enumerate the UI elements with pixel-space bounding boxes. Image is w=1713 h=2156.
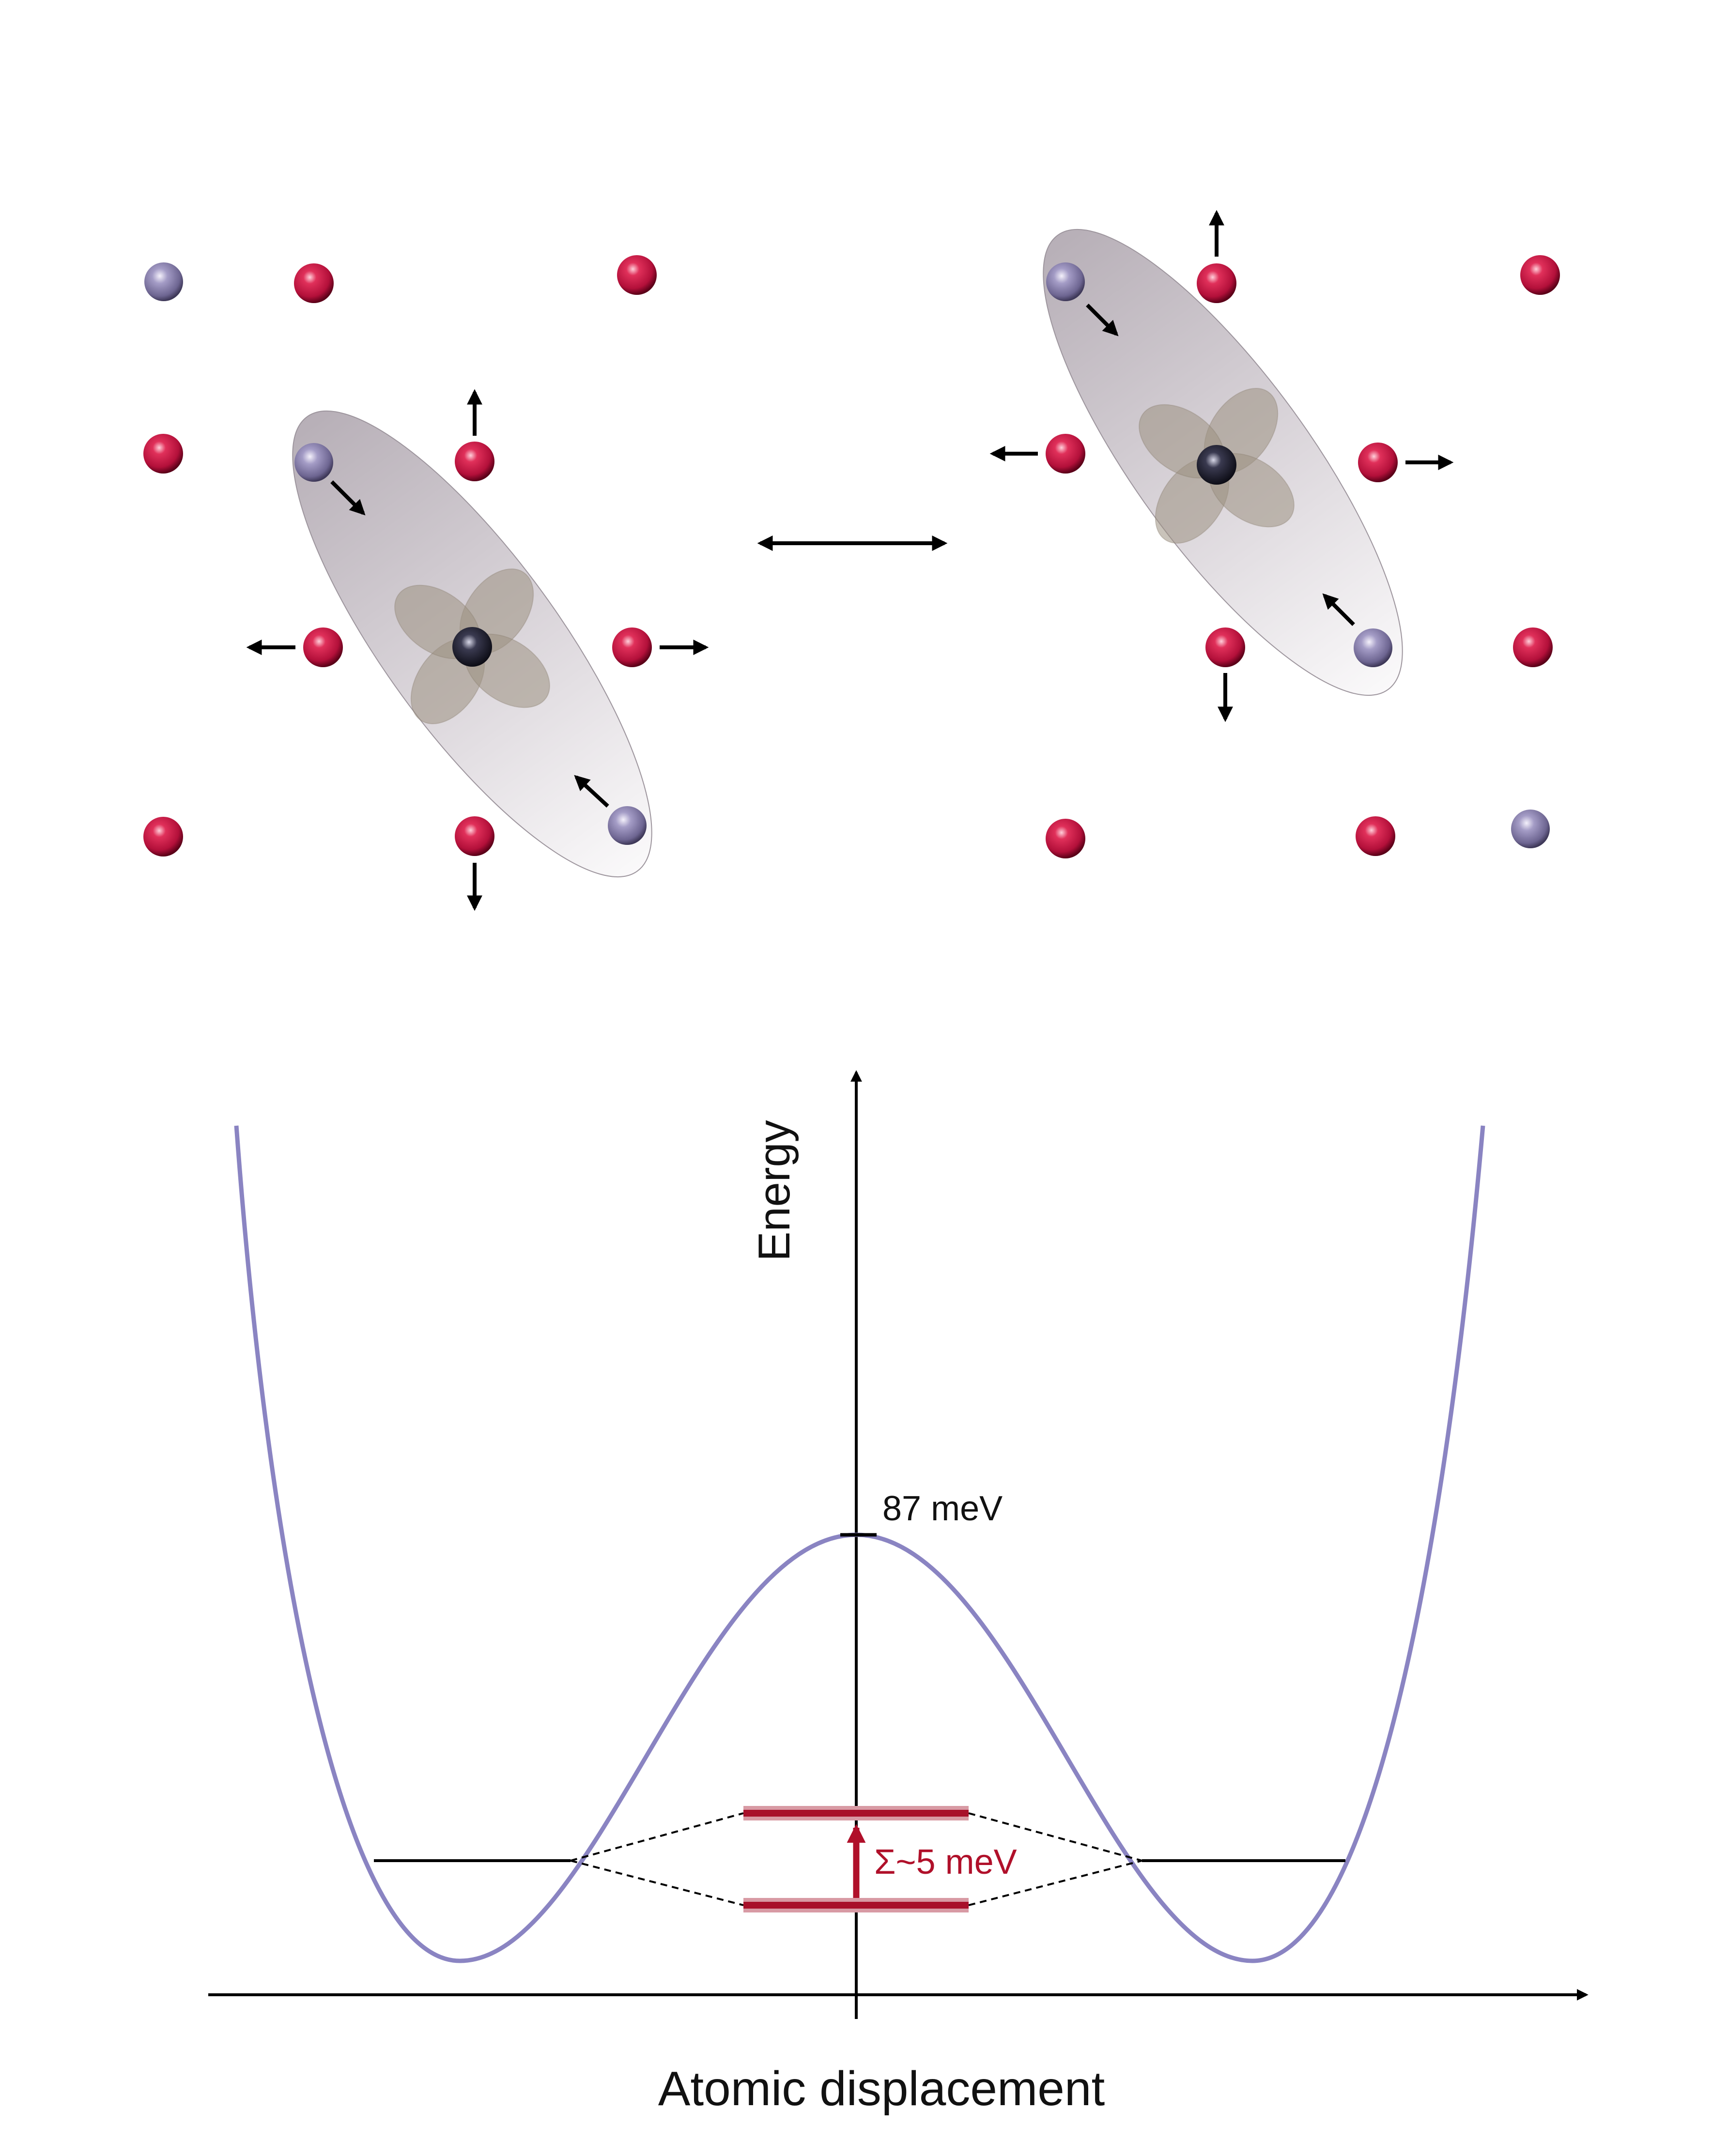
dashed-connector (570, 1860, 744, 1906)
displacement-arrow (1086, 304, 1119, 336)
red-atom (455, 442, 494, 481)
displacement-arrow (1322, 593, 1355, 626)
y-axis-label: Energy (750, 1120, 799, 1262)
red-atom (455, 816, 494, 856)
purple-atom (608, 806, 647, 845)
dashed-connector (570, 1812, 744, 1862)
purple-atom (1354, 628, 1392, 667)
red-atom (1046, 434, 1085, 474)
potential-curve (234, 1125, 1485, 1963)
left-lattice (143, 255, 709, 911)
red-atom (1513, 627, 1553, 667)
displacement-arrow (330, 480, 366, 516)
red-atom (1520, 255, 1560, 295)
red-atom (1046, 819, 1085, 858)
purple-atom (294, 443, 333, 482)
black-atom (1197, 445, 1236, 485)
black-atom (452, 627, 492, 667)
red-atom (1197, 263, 1236, 303)
red-atom (617, 255, 657, 295)
red-atom (1356, 816, 1395, 856)
split-level-upper (743, 1806, 969, 1820)
red-atom (1205, 627, 1245, 667)
x-axis-label: Atomic displacement (658, 2062, 1105, 2116)
right-lattice (989, 210, 1560, 858)
red-atom (294, 263, 334, 303)
splitting-label: Σ~5 meV (874, 1843, 1017, 1881)
red-atom (143, 817, 183, 856)
barrier-label: 87 meV (882, 1489, 1003, 1528)
split-level-lower (743, 1898, 969, 1912)
dashed-connector (968, 1812, 1142, 1862)
red-atom (143, 434, 183, 474)
displacement-arrow (574, 775, 609, 808)
dashed-connector (968, 1860, 1142, 1906)
red-atom (303, 627, 343, 667)
energy-diagram: Energy 87 meV Σ~5 meV Atomic displacemen… (208, 1070, 1589, 2116)
purple-atom (1511, 810, 1550, 848)
red-atom (1358, 443, 1398, 482)
purple-atom (144, 262, 183, 301)
purple-atom (1046, 262, 1085, 301)
red-atom (612, 627, 652, 667)
